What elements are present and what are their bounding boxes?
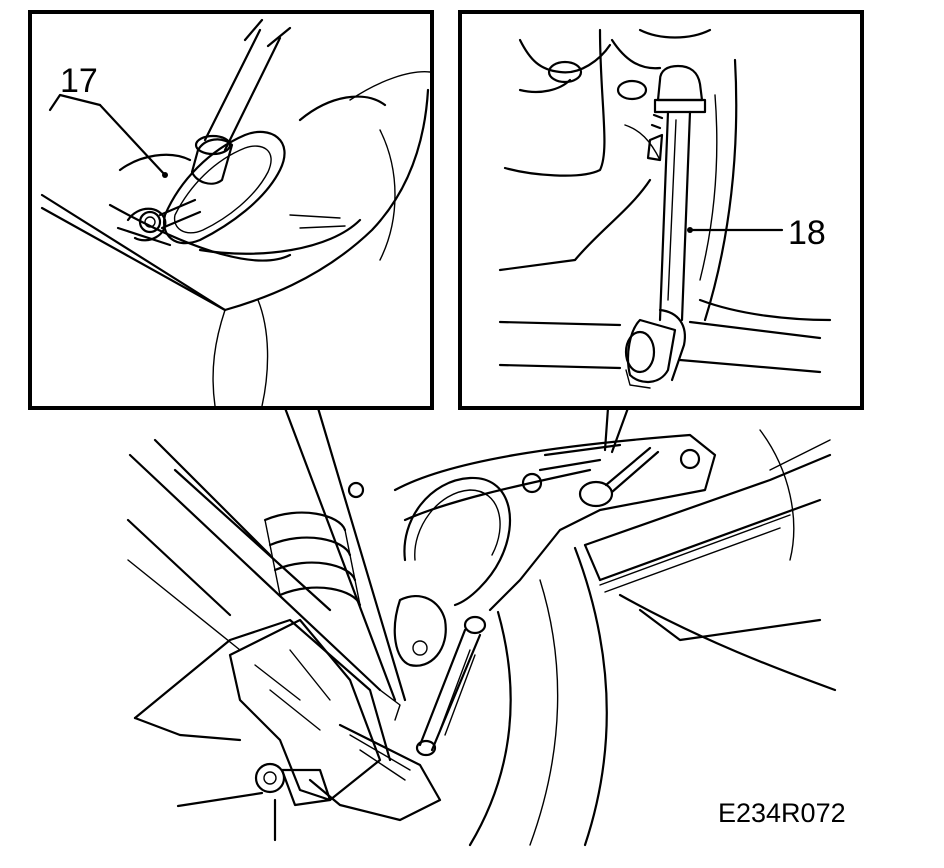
arm-bolt-2: [679, 448, 701, 470]
detail-box-left: 17: [28, 10, 434, 410]
leader-line-17: [98, 103, 167, 177]
shock-absorber-left: [418, 628, 467, 747]
callout-pointer-left-2: [316, 406, 407, 702]
knuckle-bolt: [412, 640, 428, 656]
lower-link-detail: [349, 734, 411, 781]
bolt-center-lower-left: [263, 771, 277, 785]
shock-top-eye: [463, 615, 487, 635]
crossmember-hatch-2: [604, 527, 781, 593]
shock-bottom-eye: [415, 739, 437, 757]
wheel-arc-inner: [468, 610, 512, 847]
shock-hatch: [439, 649, 476, 736]
right-panel: [618, 593, 837, 692]
bolt-leader-h: [176, 791, 264, 808]
callout-pointer-right-2: [610, 406, 630, 454]
control-arm-lower-edge: [403, 468, 592, 522]
brake-line-loop-2: [414, 489, 501, 561]
callout-label-17: 17: [60, 62, 98, 100]
callout-label-18: 18: [788, 214, 826, 252]
shock-absorber-right: [430, 633, 482, 752]
bolt-shank: [280, 768, 332, 807]
control-arm: [393, 433, 717, 612]
right-line: [769, 439, 831, 471]
crossmember-top: [583, 453, 832, 547]
crossmember-hatch-1: [599, 514, 791, 586]
lower-link: [308, 723, 442, 822]
coil-spring: [263, 511, 362, 607]
body-line-2: [153, 438, 272, 557]
main-scene: [126, 429, 837, 847]
right-panel-2: [638, 608, 822, 642]
crossmember-bottom: [598, 498, 822, 582]
knuckle: [393, 595, 447, 667]
bolt-head-lower-left: [254, 762, 286, 794]
lower-panel-edge: [133, 716, 242, 742]
arm-bolt-3: [347, 481, 365, 499]
brake-line-loop: [403, 476, 512, 607]
body-line-4: [126, 518, 232, 617]
crossmember-end: [583, 543, 602, 582]
callout-pointer-right-1: [603, 406, 610, 452]
detail-box-right: 18: [458, 10, 864, 410]
lower-panel: [133, 618, 392, 762]
body-line-3: [173, 468, 332, 612]
bracket-detail-1: [254, 649, 331, 731]
knuckle-line: [379, 689, 401, 721]
figure-code: E234R072: [718, 798, 846, 828]
sway-bar: [538, 443, 622, 472]
wheel-arc-outer: [573, 546, 608, 847]
link-rod-stub: [604, 446, 660, 494]
body-line-1: [128, 453, 382, 692]
arm-bolt-1: [521, 472, 543, 494]
right-arc: [759, 429, 795, 561]
bracket-block: [228, 618, 382, 802]
body-line-5: [127, 559, 241, 651]
callout-pointer-left-1: [283, 406, 397, 702]
link-bushing: [578, 480, 614, 508]
wheel-arc-mid: [529, 579, 559, 846]
